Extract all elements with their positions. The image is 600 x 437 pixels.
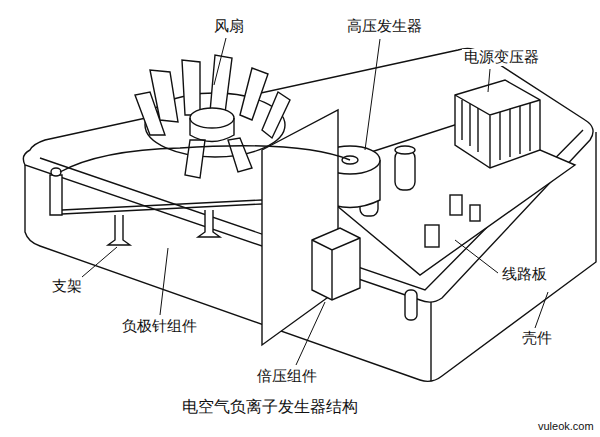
- part-label: 负极针组件: [120, 318, 199, 335]
- voltage-multiplier: [312, 228, 360, 300]
- part-label: 电源变压器: [462, 49, 541, 66]
- partition-plate: [262, 110, 338, 345]
- housing-corner: [430, 302, 431, 381]
- part-label: 风扇: [212, 18, 246, 35]
- part-label: 倍压组件: [255, 368, 319, 385]
- caption: 电空气负离子发生器结构: [180, 398, 360, 416]
- part-label: 高压发生器: [345, 18, 424, 35]
- negative-needle-assembly: [50, 146, 350, 245]
- watermark: vuleok.com: [536, 420, 596, 433]
- part-label: 壳件: [520, 330, 554, 347]
- part-label: 支架: [50, 278, 84, 295]
- leader-lines: [82, 38, 548, 365]
- part-label: 线路板: [500, 266, 549, 283]
- power-transformer: [455, 80, 540, 168]
